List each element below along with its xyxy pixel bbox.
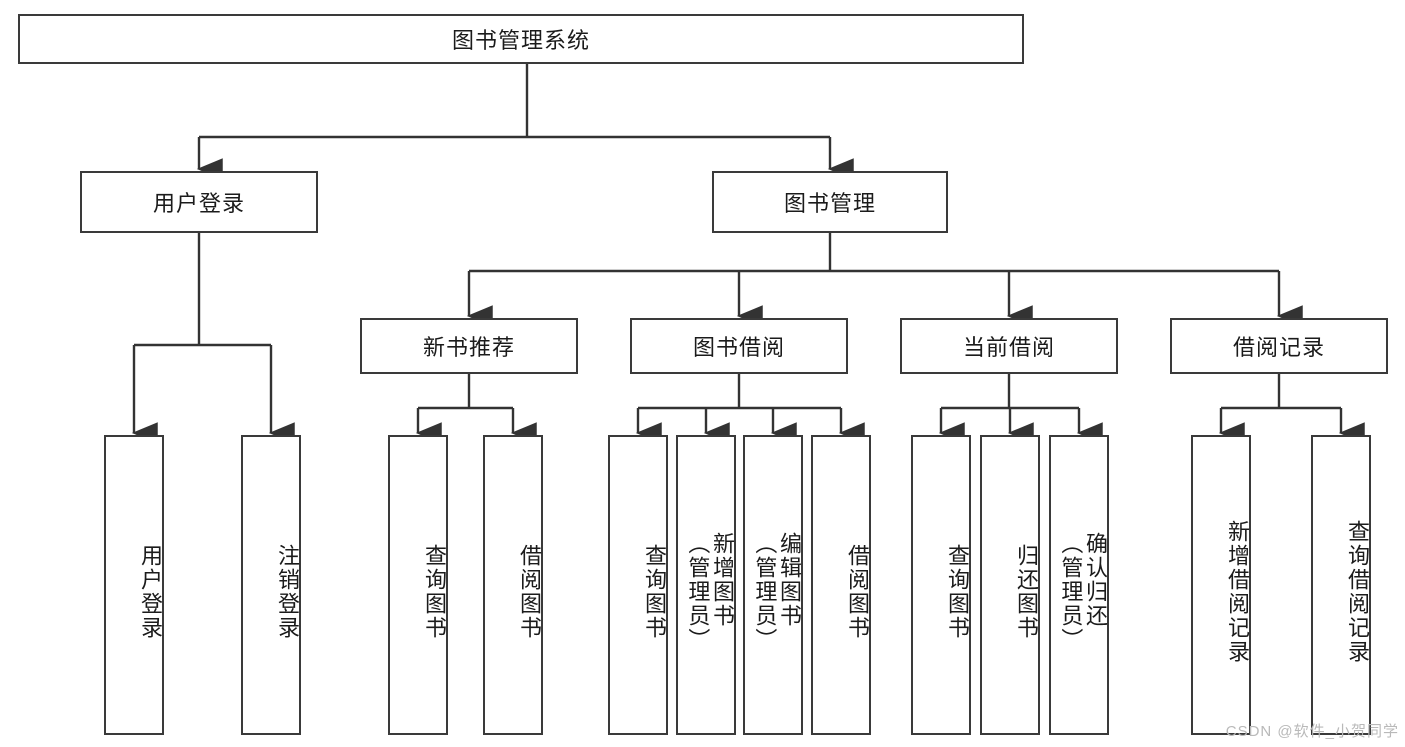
node-label: 注销登录 xyxy=(275,544,300,640)
node-label: 查询借阅记录 xyxy=(1345,520,1370,664)
node-label: 图书管理系统 xyxy=(451,28,590,53)
node-leaf-3[interactable]: 借阅图书 xyxy=(483,435,543,735)
node-label: 查询图书 xyxy=(422,544,447,640)
node-root[interactable]: 图书管理系统 xyxy=(18,14,1024,64)
node-label: 借阅记录 xyxy=(1232,335,1325,360)
node-leaf-9[interactable]: 归还图书 xyxy=(980,435,1040,735)
node-label: 借阅图书 xyxy=(845,544,870,640)
node-level3-1[interactable]: 图书借阅 xyxy=(630,318,848,374)
node-level3-2[interactable]: 当前借阅 xyxy=(900,318,1118,374)
node-leaf-12[interactable]: 查询借阅记录 xyxy=(1311,435,1371,735)
node-leaf-2[interactable]: 查询图书 xyxy=(388,435,448,735)
node-label: 图书管理 xyxy=(783,191,876,216)
node-label: 新增图书 （管理员） xyxy=(685,532,735,652)
node-label: 编辑图书 （管理员） xyxy=(752,532,802,652)
node-leaf-4[interactable]: 查询图书 xyxy=(608,435,668,735)
node-label: 新增借阅记录 xyxy=(1225,520,1250,664)
node-level2-0[interactable]: 用户登录 xyxy=(80,171,318,233)
node-label: 归还图书 xyxy=(1014,544,1039,640)
node-leaf-1[interactable]: 注销登录 xyxy=(241,435,301,735)
node-leaf-5[interactable]: 新增图书 （管理员） xyxy=(676,435,736,735)
node-leaf-8[interactable]: 查询图书 xyxy=(911,435,971,735)
node-leaf-6[interactable]: 编辑图书 （管理员） xyxy=(743,435,803,735)
node-leaf-10[interactable]: 确认归还 （管理员） xyxy=(1049,435,1109,735)
node-label: 图书借阅 xyxy=(692,335,785,360)
node-label: 借阅图书 xyxy=(517,544,542,640)
node-label: 用户登录 xyxy=(138,544,163,640)
node-label: 用户登录 xyxy=(152,191,245,216)
node-leaf-0[interactable]: 用户登录 xyxy=(104,435,164,735)
node-level3-3[interactable]: 借阅记录 xyxy=(1170,318,1388,374)
node-label: 当前借阅 xyxy=(962,335,1055,360)
node-label: 查询图书 xyxy=(945,544,970,640)
watermark-label: CSDN @软件_小贺同学 xyxy=(1225,723,1399,740)
node-label: 确认归还 （管理员） xyxy=(1058,532,1108,652)
node-label: 新书推荐 xyxy=(422,335,515,360)
node-label: 查询图书 xyxy=(642,544,667,640)
node-level3-0[interactable]: 新书推荐 xyxy=(360,318,578,374)
node-leaf-11[interactable]: 新增借阅记录 xyxy=(1191,435,1251,735)
node-level2-1[interactable]: 图书管理 xyxy=(712,171,948,233)
node-leaf-7[interactable]: 借阅图书 xyxy=(811,435,871,735)
